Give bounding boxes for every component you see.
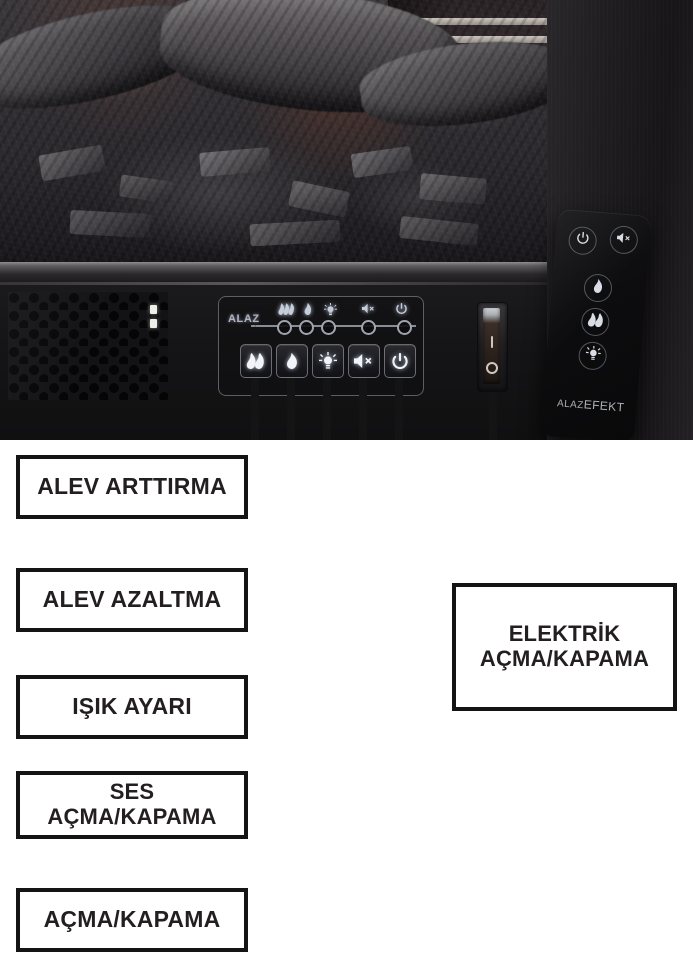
remote-flame-decrease-button[interactable] <box>582 272 614 304</box>
single-flame-icon <box>286 353 298 369</box>
panel-brand-label: ALAZ <box>228 313 260 325</box>
callout-label: AÇMA/KAPAMA <box>43 906 221 933</box>
indicator-led-4 <box>361 320 376 335</box>
single-flame-indicator-icon <box>304 303 312 318</box>
power-icon <box>392 352 408 370</box>
callout-label-line2: AÇMA/KAPAMA <box>479 646 650 671</box>
callout-acma-kapama: AÇMA/KAPAMA <box>16 888 248 952</box>
callout-label-line1: ELEKTRİK <box>508 621 621 647</box>
light-bulb-indicator-icon <box>324 303 337 319</box>
single-flame-icon <box>592 278 603 298</box>
ember-log-bed <box>0 0 547 276</box>
product-photo: ALAZ <box>0 0 693 440</box>
flame-increase-button[interactable] <box>240 344 272 378</box>
indicator-led-3 <box>321 320 336 335</box>
switch-on-mark <box>491 336 493 348</box>
remote-brand-alaz: ALAZ <box>556 398 585 412</box>
callout-label: IŞIK AYARI <box>72 693 192 720</box>
double-flame-icon <box>586 312 604 332</box>
indicator-led-5 <box>397 320 412 335</box>
mute-indicator-icon <box>362 303 376 317</box>
remote-control: ALAZEFEKT <box>540 208 652 440</box>
callout-label-line2: AÇMA/KAPAMA <box>47 804 217 829</box>
callout-label-line1: SES <box>109 779 155 805</box>
switch-off-mark <box>486 362 498 374</box>
double-flame-indicator-icon <box>278 303 294 318</box>
light-setting-button[interactable] <box>312 344 344 378</box>
callout-label: ALEV ARTTIRMA <box>37 473 227 500</box>
status-led-pair <box>150 305 157 331</box>
fascia-highlight <box>0 282 547 285</box>
remote-light-button[interactable] <box>577 340 608 371</box>
glass-bottom-trim <box>0 262 547 284</box>
indicator-led-1 <box>277 320 292 335</box>
power-button[interactable] <box>384 344 416 378</box>
double-flame-icon <box>246 353 266 369</box>
light-bulb-icon <box>584 345 601 366</box>
remote-flame-increase-button[interactable] <box>580 306 611 337</box>
power-icon <box>576 231 589 250</box>
mute-speaker-icon <box>616 230 632 249</box>
callout-label: ALEV AZALTMA <box>42 586 222 613</box>
callout-ses-acma-kapama: SES AÇMA/KAPAMA <box>16 771 248 839</box>
callout-isik-ayari: IŞIK AYARI <box>16 675 248 739</box>
light-bulb-icon <box>319 352 337 370</box>
flame-decrease-button[interactable] <box>276 344 308 378</box>
remote-mute-button[interactable] <box>608 224 639 255</box>
power-indicator-icon <box>396 303 407 318</box>
callout-elektrik-acma-kapama: ELEKTRİK AÇMA/KAPAMA <box>452 583 677 711</box>
callout-alev-azaltma: ALEV AZALTMA <box>16 568 248 632</box>
mute-speaker-icon <box>354 353 374 369</box>
indicator-led-2 <box>299 320 314 335</box>
speaker-grille <box>8 292 168 400</box>
sound-toggle-button[interactable] <box>348 344 380 378</box>
remote-power-button[interactable] <box>567 225 598 256</box>
callout-alev-arttirma: ALEV ARTTIRMA <box>16 455 248 519</box>
